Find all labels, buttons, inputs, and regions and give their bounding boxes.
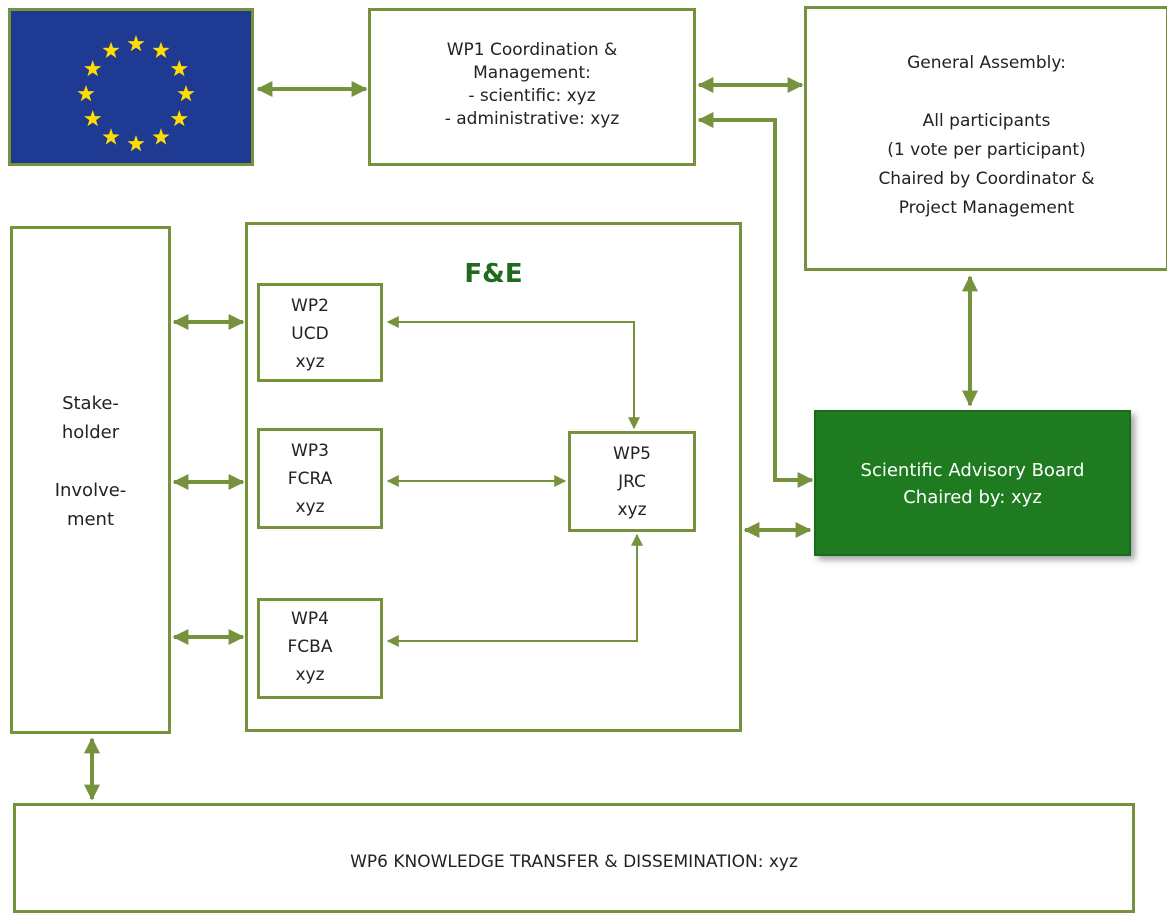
wp5-line-3: xyz	[617, 500, 647, 520]
wp4-line-3: xyz	[295, 665, 325, 685]
sab-line-2: Chaired by: xyz	[903, 487, 1042, 508]
general-assembly-box: General Assembly: All participants (1 vo…	[804, 6, 1167, 271]
stakeholder-box: Stake- holder Involve- ment	[10, 226, 171, 734]
ga-line-2	[807, 78, 1166, 107]
wp2-line-1: WP2	[291, 296, 329, 316]
eu-star-icon	[127, 135, 145, 152]
eu-star-icon	[84, 60, 102, 77]
eu-star-icon	[102, 41, 120, 58]
ga-line-1: General Assembly:	[907, 53, 1066, 73]
eu-star-icon	[177, 85, 195, 102]
advisory-board-box: Scientific Advisory Board Chaired by: xy…	[814, 410, 1131, 556]
wp1-line-3: - scientific: xyz	[468, 86, 596, 106]
ga-line-6: Project Management	[898, 198, 1075, 218]
eu-star-icon	[84, 110, 102, 127]
wp3-line-1: WP3	[291, 441, 329, 461]
ga-line-4: (1 vote per participant)	[887, 140, 1086, 160]
eu-star-icon	[77, 85, 95, 102]
wp4-line-1: WP4	[291, 609, 329, 629]
wp6-label: WP6 KNOWLEDGE TRANSFER & DISSEMINATION: …	[350, 852, 798, 872]
fe-title: F&E	[464, 259, 523, 289]
wp2-box: WP2 UCD xyz	[257, 283, 383, 382]
stakeholder-line-2: holder	[61, 422, 120, 443]
stakeholder-line-3	[13, 447, 168, 476]
wp3-line-2: FCRA	[287, 469, 333, 489]
wp5-box: WP5 JRC xyz	[568, 431, 696, 532]
wp3-line-3: xyz	[295, 497, 325, 517]
sab-line-1: Scientific Advisory Board	[860, 460, 1085, 481]
wp4-line-2: FCBA	[287, 637, 333, 657]
stakeholder-line-5: ment	[66, 509, 115, 530]
wp1-line-1: WP1 Coordination &	[446, 40, 618, 60]
stakeholder-line-1: Stake-	[62, 393, 119, 414]
wp5-line-1: WP5	[613, 444, 651, 464]
ga-line-3: All participants	[922, 111, 1051, 131]
wp1-line-4: - administrative: xyz	[444, 109, 620, 129]
wp4-box: WP4 FCBA xyz	[257, 598, 383, 699]
wp1-line-2: Management:	[473, 63, 591, 83]
eu-stars	[77, 35, 195, 152]
eu-star-icon	[170, 60, 188, 77]
ga-line-5: Chaired by Coordinator &	[878, 169, 1095, 189]
wp6-box: WP6 KNOWLEDGE TRANSFER & DISSEMINATION: …	[13, 803, 1135, 913]
stakeholder-line-4: Involve-	[54, 480, 127, 501]
wp2-line-2: UCD	[291, 324, 329, 344]
eu-star-icon	[170, 110, 188, 127]
eu-star-icon	[152, 41, 170, 58]
wp5-line-2: JRC	[618, 472, 646, 492]
eu-flag-icon	[8, 8, 254, 166]
wp2-line-3: xyz	[295, 352, 325, 372]
wp1-box: WP1 Coordination & Management: - scienti…	[368, 8, 696, 166]
eu-star-icon	[127, 35, 145, 52]
eu-star-icon	[152, 128, 170, 145]
eu-star-icon	[102, 128, 120, 145]
wp3-box: WP3 FCRA xyz	[257, 428, 383, 529]
